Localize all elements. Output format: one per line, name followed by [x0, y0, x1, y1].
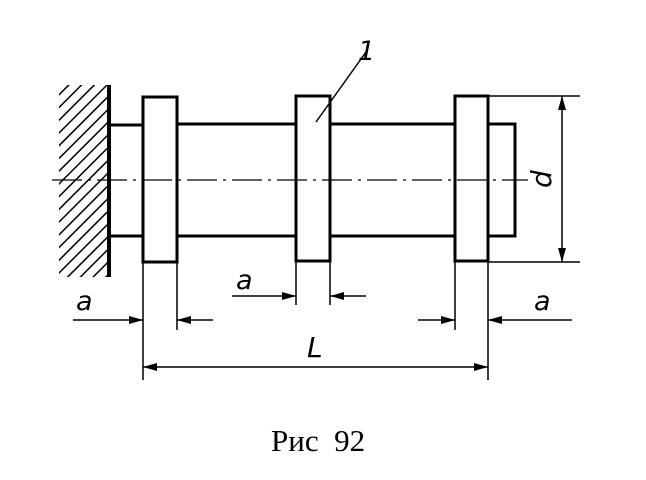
length-label: L: [307, 331, 323, 364]
wall-support: [59, 85, 111, 277]
disk-middle: [294, 94, 332, 263]
disk-right: [453, 94, 490, 263]
shaft: [109, 122, 517, 238]
spacing-right-label: a: [534, 286, 551, 317]
dimension-d: [488, 95, 580, 263]
diameter-label: d: [525, 170, 558, 188]
spacing-middle-label: a: [236, 265, 253, 296]
part-leader: [315, 51, 367, 123]
part-number-label: 1: [358, 36, 375, 67]
figure-caption: Рис 92: [271, 423, 365, 458]
spacing-left-label: a: [76, 286, 93, 317]
